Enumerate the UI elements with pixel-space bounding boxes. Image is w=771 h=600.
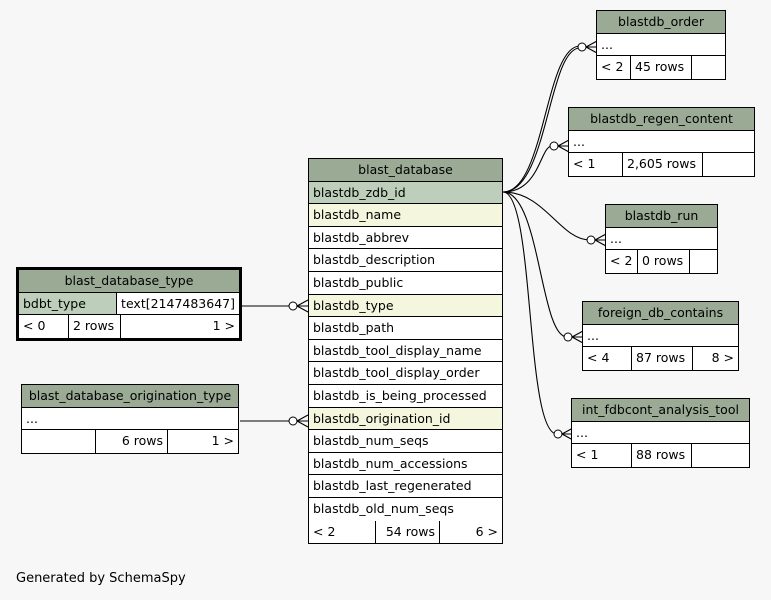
column-blastdb-num-seqs[interactable]: blastdb_num_seqs (309, 430, 502, 453)
columns-collapsed: ... (583, 325, 738, 348)
table-footer: < 2 54 rows 6 > (309, 520, 502, 544)
footer-children: 8 > (711, 350, 734, 366)
footer-rows: 2,605 rows (623, 153, 703, 176)
column-blastdb-name[interactable]: blastdb_name (309, 204, 502, 227)
table-header[interactable]: int_fdbcont_analysis_tool (572, 399, 749, 422)
link-regen-content (502, 145, 553, 193)
table-footer: < 0 2 rows 1 > (19, 315, 239, 338)
table-header[interactable]: foreign_db_contains (583, 302, 738, 325)
generated-by-text: Generated by SchemaSpy (16, 571, 186, 586)
table-footer: 6 rows 1 > (22, 430, 238, 453)
column-blastdb-origination-id[interactable]: blastdb_origination_id (309, 407, 502, 431)
footer-rows: 87 rows (632, 347, 693, 370)
table-header[interactable]: blastdb_regen_content (569, 108, 754, 131)
footer-rows: 2 rows (69, 315, 121, 338)
column-name: bdbt_type (19, 292, 118, 315)
columns-collapsed: ... (572, 422, 749, 445)
footer-parents (22, 430, 96, 453)
column-row: bdbt_type text[2147483647] (19, 292, 239, 316)
footer-rows: 6 rows (96, 430, 168, 453)
footer-rows: 88 rows (632, 444, 692, 467)
table-blastdb-run[interactable]: blastdb_run ... < 2 0 rows (605, 204, 718, 274)
link-blastdb-order-1 (502, 45, 581, 193)
table-blastdb-order[interactable]: blastdb_order ... < 2 45 rows (596, 10, 726, 80)
column-blastdb-last-regenerated[interactable]: blastdb_last_regenerated (309, 475, 502, 498)
table-header[interactable]: blast_database_origination_type (22, 385, 238, 408)
column-type: text[2147483647] (121, 295, 235, 311)
columns-collapsed: ... (606, 228, 717, 251)
table-footer: < 4 87 rows 8 > (583, 347, 738, 370)
footer-children: 1 > (212, 318, 235, 334)
link-int-fdbcont (502, 191, 558, 435)
footer-rows: 45 rows (631, 56, 692, 79)
footer-rows: 0 rows (638, 250, 690, 273)
column-blastdb-is-being-processed[interactable]: blastdb_is_being_processed (309, 385, 502, 408)
table-header[interactable]: blast_database (309, 159, 502, 182)
table-footer: < 2 45 rows (597, 56, 725, 79)
column-blastdb-type[interactable]: blastdb_type (309, 294, 502, 318)
table-footer: < 2 0 rows (606, 250, 717, 273)
link-blastdb-order-2 (502, 47, 581, 193)
table-int-fdbcont-analysis-tool[interactable]: int_fdbcont_analysis_tool ... < 1 88 row… (571, 398, 750, 468)
table-blastdb-regen-content[interactable]: blastdb_regen_content ... < 1 2,605 rows (568, 107, 755, 177)
footer-parents: < 4 (583, 347, 632, 370)
table-footer: < 1 2,605 rows (569, 153, 754, 176)
column-blastdb-tool-display-order[interactable]: blastdb_tool_display_order (309, 362, 502, 385)
columns-collapsed: ... (22, 408, 238, 431)
footer-parents: < 1 (569, 153, 623, 176)
link-blastdb-run (502, 191, 591, 241)
footer-parents: < 1 (572, 444, 632, 467)
column-blastdb-zdb-id[interactable]: blastdb_zdb_id (309, 181, 502, 205)
table-header[interactable]: blastdb_order (597, 11, 725, 34)
footer-children (690, 250, 717, 273)
footer-children: 1 > (211, 433, 234, 449)
footer-parents: < 2 (597, 56, 631, 79)
column-blastdb-old-num-seqs[interactable]: blastdb_old_num_seqs (313, 500, 454, 516)
table-blast-database-type[interactable]: blast_database_type bdbt_type text[21474… (16, 267, 242, 341)
column-blastdb-abbrev[interactable]: blastdb_abbrev (309, 227, 502, 250)
footer-parents: < 2 (606, 250, 638, 273)
table-blast-database-origination-type[interactable]: blast_database_origination_type ... 6 ro… (21, 384, 239, 454)
footer-rows: 54 rows (376, 520, 440, 544)
column-blastdb-tool-display-name[interactable]: blastdb_tool_display_name (309, 340, 502, 363)
column-blastdb-num-accessions[interactable]: blastdb_num_accessions (309, 453, 502, 476)
column-blastdb-description[interactable]: blastdb_description (309, 249, 502, 272)
footer-children (703, 153, 754, 176)
table-foreign-db-contains[interactable]: foreign_db_contains ... < 4 87 rows 8 > (582, 301, 739, 371)
table-header[interactable]: blastdb_run (606, 205, 717, 228)
columns-collapsed: ... (597, 34, 725, 57)
footer-children (692, 444, 749, 467)
footer-children (692, 56, 725, 79)
footer-parents: < 2 (309, 520, 376, 544)
footer-children: 6 > (475, 523, 498, 539)
footer-parents: < 0 (19, 315, 69, 338)
columns-collapsed: ... (569, 131, 754, 154)
table-footer: < 1 88 rows (572, 444, 749, 467)
column-blastdb-public[interactable]: blastdb_public (309, 272, 502, 295)
link-foreign-db-contains (502, 191, 568, 338)
column-blastdb-path[interactable]: blastdb_path (309, 317, 502, 340)
table-header[interactable]: blast_database_type (19, 270, 239, 293)
